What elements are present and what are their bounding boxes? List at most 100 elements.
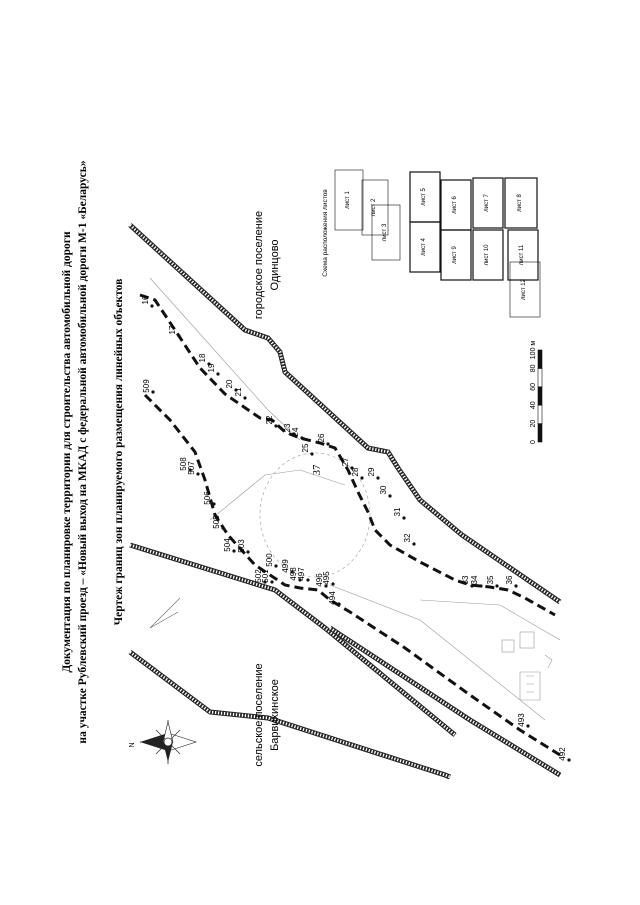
- area-label-barvikhinskoe: сельское поселение Барвихинское: [253, 663, 281, 766]
- point-marker-499: [290, 570, 294, 574]
- point-label-17: 17: [168, 325, 177, 334]
- point-label-503: 503: [237, 539, 246, 553]
- point-marker-28: [360, 476, 364, 480]
- point-marker-494: [337, 602, 341, 606]
- point-label-32: 32: [403, 533, 412, 542]
- compass-north-label: N: [129, 742, 136, 747]
- area-label-odintsovo: городское поселение Одинцово: [253, 211, 281, 319]
- point-label-33: 33: [461, 575, 470, 584]
- point-marker-25: [310, 452, 314, 456]
- point-label-18: 18: [198, 353, 207, 362]
- point-label-498: 498: [289, 567, 298, 581]
- point-marker-503: [246, 550, 250, 554]
- point-marker-501: [270, 580, 274, 584]
- scale-tick-1: 20: [530, 420, 537, 428]
- structure-2: [501, 639, 515, 653]
- point-label-504: 504: [223, 538, 232, 552]
- area-barvikhinskoe-line-2: Барвихинское: [269, 679, 281, 751]
- scale-tick-0: 0: [530, 440, 537, 444]
- sheet-7: [472, 177, 504, 229]
- point-label-502: 502: [254, 569, 263, 583]
- point-label-493: 493: [517, 713, 526, 727]
- point-marker-19: [216, 372, 220, 376]
- boundary-south-3-hatch: [329, 626, 561, 777]
- point-marker-498: [298, 578, 302, 582]
- scale-tick-2: 40: [530, 401, 537, 409]
- point-marker-497: [306, 578, 310, 582]
- scale-segment-3: [537, 386, 543, 406]
- sheet-3: [371, 204, 401, 261]
- scale-segment-5: [537, 349, 543, 369]
- point-marker-31: [402, 516, 406, 520]
- point-marker-500: [274, 564, 278, 568]
- point-label-21: 21: [234, 387, 243, 396]
- point-marker-36: [514, 584, 518, 588]
- boundary-south-1-hatch: [129, 543, 456, 737]
- point-label-28: 28: [351, 467, 360, 476]
- ramp-outline: [209, 469, 346, 521]
- point-label-29: 29: [367, 467, 376, 476]
- sheet-index-title: Схема расположения листов: [322, 189, 329, 277]
- sheet-2: [361, 179, 389, 236]
- sheet-11: [507, 229, 539, 281]
- point-marker-23: [292, 432, 296, 436]
- point-marker-493: [526, 724, 530, 728]
- structure-3: [519, 671, 541, 701]
- point-label-507: 507: [187, 461, 196, 475]
- sheet-label-9: лист 9: [452, 246, 458, 264]
- sheet-label-12: лист 12: [521, 278, 527, 300]
- header-line-2: на участке Рублевский проезд – «Новый вы…: [77, 160, 89, 743]
- point-label-27: 27: [341, 457, 350, 466]
- area-odintsovo-line-2: Одинцово: [269, 239, 281, 290]
- scale-tick-5: 100 м: [530, 341, 537, 360]
- point-label-31: 31: [393, 507, 402, 516]
- service-road: [419, 599, 561, 641]
- point-label-26: 26: [317, 433, 326, 442]
- point-marker-27: [350, 466, 354, 470]
- point-marker-18: [207, 362, 211, 366]
- sheet-label-1: лист 1: [345, 191, 351, 209]
- point-label-35: 35: [486, 575, 495, 584]
- point-marker-34: [479, 584, 483, 588]
- point-marker-505: [221, 526, 225, 530]
- point-marker-495: [331, 582, 335, 586]
- point-label-34: 34: [470, 575, 479, 584]
- point-label-499: 499: [281, 559, 290, 573]
- scale-tick-3: 60: [530, 383, 537, 391]
- point-marker-17: [177, 334, 181, 338]
- compass-rose-icon: N: [129, 720, 197, 764]
- triangle-marker: [149, 597, 181, 629]
- point-marker-509: [151, 390, 155, 394]
- point-marker-24: [300, 436, 304, 440]
- sheet-12: [509, 261, 541, 318]
- point-label-20: 20: [225, 379, 234, 388]
- zone-boundary-west: [143, 393, 561, 757]
- point-label-496: 496: [315, 573, 324, 587]
- scale-segment-2: [537, 404, 543, 424]
- point-marker-26: [326, 442, 330, 446]
- scale-segment-4: [537, 368, 543, 388]
- sheet-8: [504, 177, 538, 229]
- sheet-label-5: лист 5: [421, 188, 427, 206]
- point-label-492: 492: [558, 747, 567, 761]
- point-label-508: 508: [179, 457, 188, 471]
- sheet-label-6: лист 6: [452, 196, 458, 214]
- sheet-10: [472, 229, 504, 281]
- header: Документация по планировке территории дл…: [61, 160, 125, 743]
- point-label-19: 19: [207, 363, 216, 372]
- header-line-1: Документация по планировке территории дл…: [61, 231, 73, 673]
- point-label-16: 16: [141, 295, 150, 304]
- area-barvikhinskoe-line-1: сельское поселение: [253, 663, 265, 766]
- point-label-497: 497: [297, 567, 306, 581]
- point-label-25: 25: [301, 443, 310, 452]
- sheet-layout-index: Схема расположения листов лист 1 лист 2 ли…: [322, 169, 541, 318]
- sheet-label-4: лист 4: [421, 238, 427, 256]
- sheet-label-2: лист 2: [371, 198, 377, 216]
- point-label-495: 495: [322, 571, 331, 585]
- planned-zone-boundaries: [139, 293, 561, 757]
- point-marker-508: [188, 468, 192, 472]
